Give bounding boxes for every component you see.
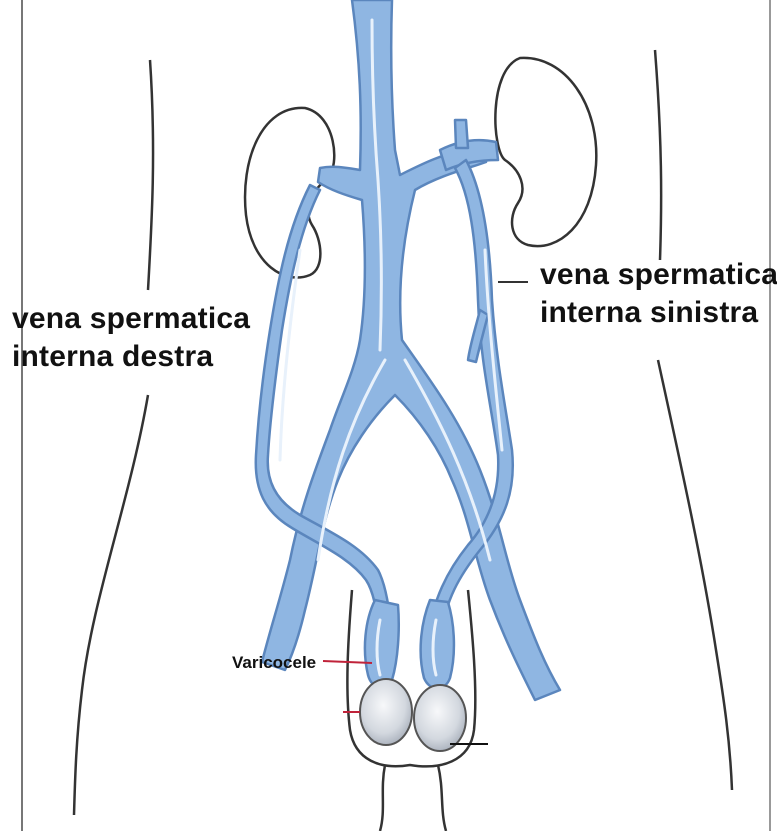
left-vein-label-line2: interna sinistra xyxy=(540,294,777,332)
left-testis xyxy=(414,685,466,751)
body-contour-left-lower xyxy=(658,360,732,790)
right-testis xyxy=(360,679,412,745)
right-vein-label: vena spermatica interna destra xyxy=(12,300,250,375)
left-vein-label-line1: vena spermatica xyxy=(540,256,777,294)
left-adrenal-vein xyxy=(455,120,468,148)
body-contour-right-lower xyxy=(74,395,148,815)
left-vein-label: vena spermatica interna sinistra xyxy=(540,256,777,331)
body-contour-left-upper xyxy=(655,50,661,260)
right-pampiniform-plexus xyxy=(365,600,399,687)
right-vein-label-line1: vena spermatica xyxy=(12,300,250,338)
penis-outline-left xyxy=(380,765,385,831)
right-vein-label-line2: interna destra xyxy=(12,338,250,376)
body-contour-right-upper xyxy=(148,60,153,290)
varicocele-label: Varicocele xyxy=(232,652,316,673)
penis-outline-right xyxy=(438,765,446,831)
left-kidney xyxy=(495,58,596,246)
